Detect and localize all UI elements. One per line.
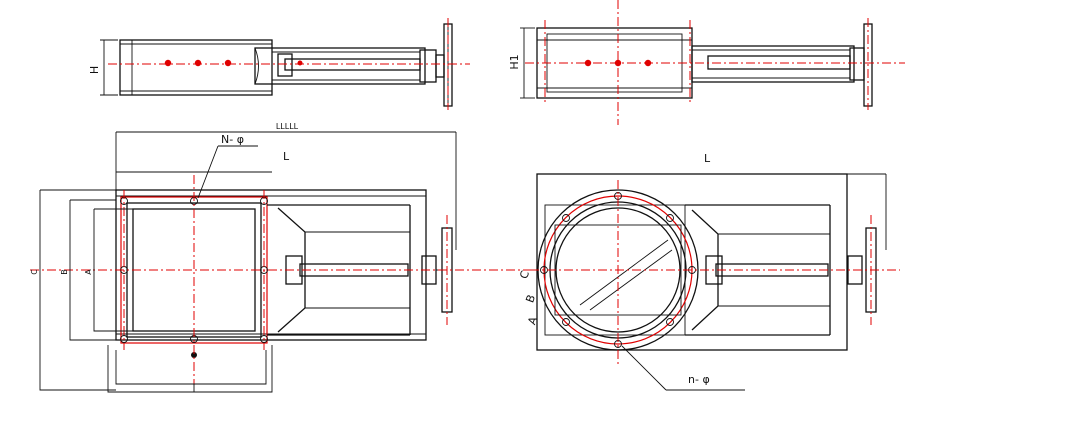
dim-c-label: C (30, 269, 39, 275)
dim-l-right: L (704, 152, 711, 165)
dim-a-round: A (525, 315, 540, 327)
dim-h1-label: H1 (508, 54, 521, 69)
dim-l-left: L (283, 150, 290, 163)
dim-c-round: C (517, 269, 532, 281)
plan-view-round: L n- (517, 152, 900, 391)
plan-body (115, 189, 427, 341)
n-phi-left-label: N- φ (221, 133, 244, 146)
side-view-square: H (88, 18, 470, 110)
dim-a-label: A (84, 269, 93, 275)
side-body (119, 39, 273, 96)
n-phi-right-label: n- φ (688, 373, 710, 386)
square-flange (120, 196, 268, 344)
overall-dim-label: LLLLL (276, 122, 299, 131)
side-frame (254, 47, 426, 85)
dim-b-round: B (523, 293, 538, 305)
plan-view-square: LLLLL L (30, 122, 530, 393)
side-view-round: H1 (508, 0, 905, 125)
plan-body-round (536, 173, 848, 351)
dim-h-label: H (88, 66, 101, 74)
dim-b-label: B (60, 269, 69, 275)
